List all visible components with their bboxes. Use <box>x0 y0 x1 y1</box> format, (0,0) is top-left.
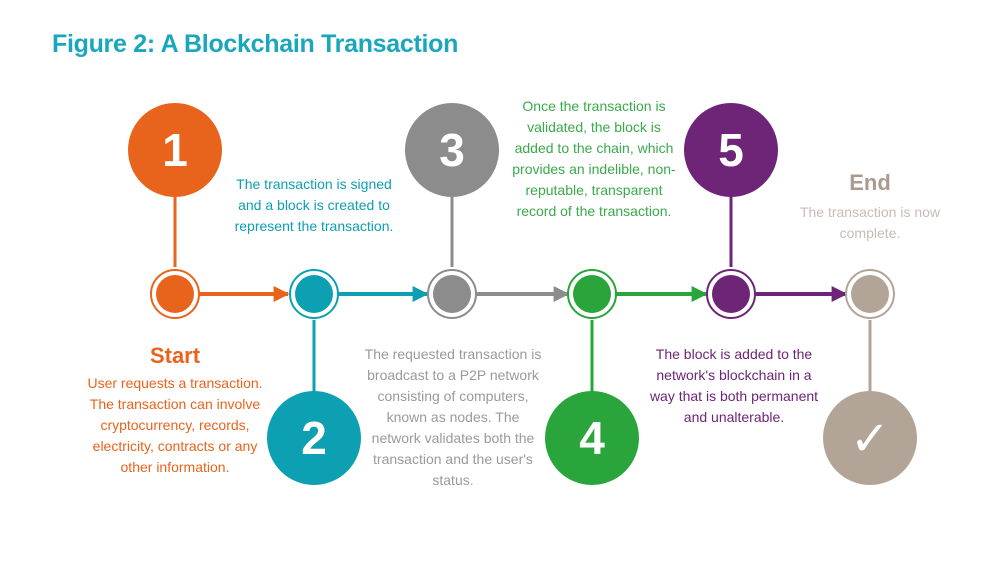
node-4 <box>567 269 617 319</box>
step-2-description: The transaction is signed and a block is… <box>234 176 394 234</box>
step-1-circle: 1 <box>128 103 222 197</box>
checkmark-icon: ✓ <box>850 413 890 466</box>
end-heading: End <box>849 170 891 195</box>
step-4-description: Once the transaction is validated, the b… <box>512 98 676 219</box>
step-3-circle: 3 <box>405 103 499 197</box>
end-circle: ✓ <box>823 391 917 485</box>
step-4-circle: 4 <box>545 391 639 485</box>
step-2-number: 2 <box>301 412 327 464</box>
step-1-number: 1 <box>162 124 188 176</box>
step-5-description: The block is added to the network's bloc… <box>649 346 819 425</box>
step-5-circle: 5 <box>684 103 778 197</box>
step-3-description: The requested transaction is broadcast t… <box>364 346 542 488</box>
end-description: The transaction is now complete. <box>799 204 941 241</box>
step-3-number: 3 <box>439 124 465 176</box>
node-5 <box>706 269 756 319</box>
step-5-number: 5 <box>718 124 744 176</box>
figure-title: Figure 2: A Blockchain Transaction <box>52 30 459 58</box>
step-1-description: User requests a transaction. The transac… <box>87 375 263 475</box>
node-3 <box>427 269 477 319</box>
step-2-circle: 2 <box>267 391 361 485</box>
step-4-number: 4 <box>579 412 605 464</box>
node-end <box>845 269 895 319</box>
start-heading: Start <box>149 343 201 368</box>
node-2 <box>289 269 339 319</box>
node-1 <box>150 269 200 319</box>
